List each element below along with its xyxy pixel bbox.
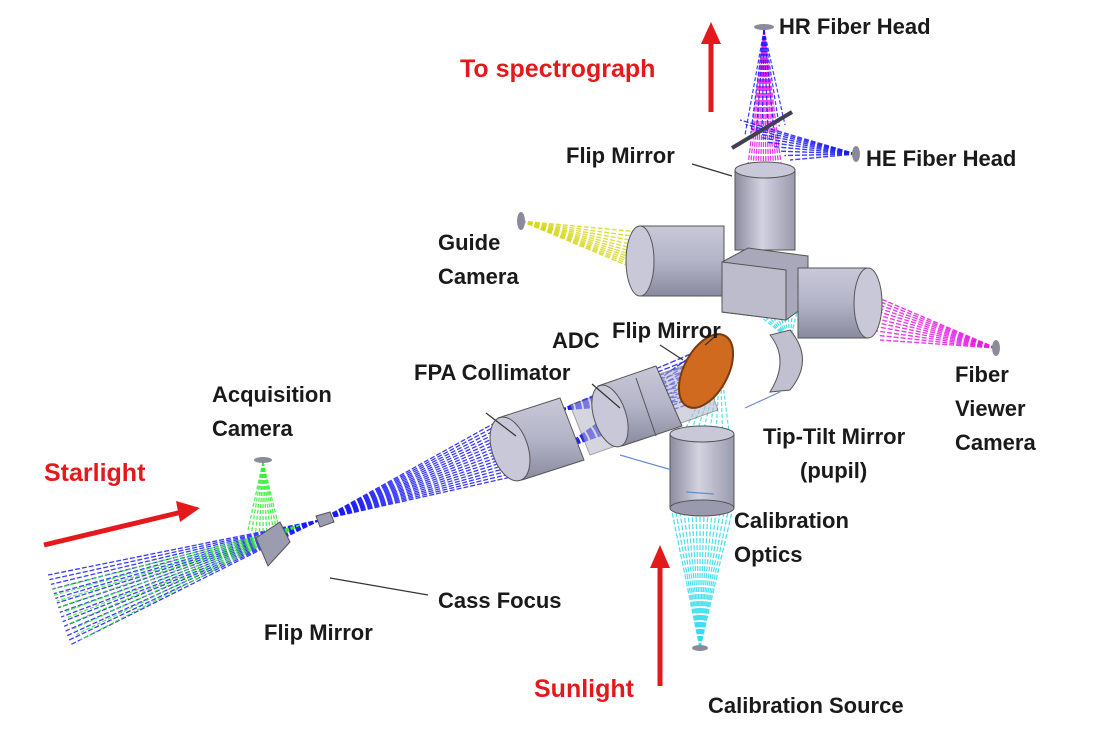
starlight-arrow-icon	[44, 501, 200, 545]
label-calibration-optics-line1: Calibration	[734, 504, 849, 538]
label-calibration-optics-line2: Optics	[734, 538, 802, 572]
label-acquisition-camera-line1: Acquisition	[212, 378, 332, 412]
label-guide-camera-line2: Camera	[438, 260, 519, 294]
label-acquisition-camera-line2: Camera	[212, 412, 293, 446]
label-starlight: Starlight	[44, 456, 145, 490]
upper-vertical-tube-top	[735, 162, 795, 178]
label-fiber-viewer-camera-line3: Camera	[955, 426, 1036, 460]
arrows	[44, 22, 721, 686]
label-flip-mirror-mid: Flip Mirror	[612, 314, 721, 348]
label-flip-mirror-bottom: Flip Mirror	[264, 616, 373, 650]
acquisition-camera-icon	[254, 457, 272, 463]
beam-calibration-cyan	[672, 512, 732, 648]
guide-camera-icon	[517, 212, 525, 230]
label-fiber-viewer-camera-line1: Fiber	[955, 358, 1009, 392]
label-fpa-collimator: FPA Collimator	[414, 356, 570, 390]
ray-traces	[48, 30, 996, 648]
label-sunlight: Sunlight	[534, 672, 634, 706]
cass-focus-element	[316, 512, 334, 527]
cube-face	[722, 262, 786, 320]
label-hr-fiber-head: HR Fiber Head	[779, 10, 931, 44]
label-tip-tilt-mirror-line2: (pupil)	[800, 454, 867, 488]
label-he-fiber-head: HE Fiber Head	[866, 142, 1016, 176]
label-adc: ADC	[552, 324, 600, 358]
calibration-optics-bottom	[670, 500, 734, 516]
guide-camera-tube-cap	[626, 226, 654, 296]
label-cass-focus: Cass Focus	[438, 584, 562, 618]
hr-fiber-head-icon	[754, 24, 774, 30]
fiber-viewer-camera-icon	[992, 340, 1000, 356]
calibration-optics-top	[670, 426, 734, 442]
to-spectrograph-arrow-icon	[701, 22, 721, 112]
label-to-spectrograph: To spectrograph	[460, 52, 655, 86]
he-fiber-head-icon	[852, 146, 860, 162]
fpa-collimator	[483, 398, 584, 486]
sunlight-arrow-icon	[650, 545, 670, 686]
label-flip-mirror-top: Flip Mirror	[566, 139, 675, 173]
calibration-source-icon	[692, 645, 708, 651]
label-tip-tilt-mirror-line1: Tip-Tilt Mirror	[763, 420, 905, 454]
calibration-optics-tube	[670, 434, 734, 508]
label-calibration-source: Calibration Source	[708, 689, 904, 723]
label-fiber-viewer-camera-line2: Viewer	[955, 392, 1026, 426]
tip-tilt-mirror	[770, 330, 803, 392]
fiber-viewer-tube-cap	[854, 268, 882, 338]
label-guide-camera-line1: Guide	[438, 226, 500, 260]
upper-vertical-tube	[735, 170, 795, 250]
